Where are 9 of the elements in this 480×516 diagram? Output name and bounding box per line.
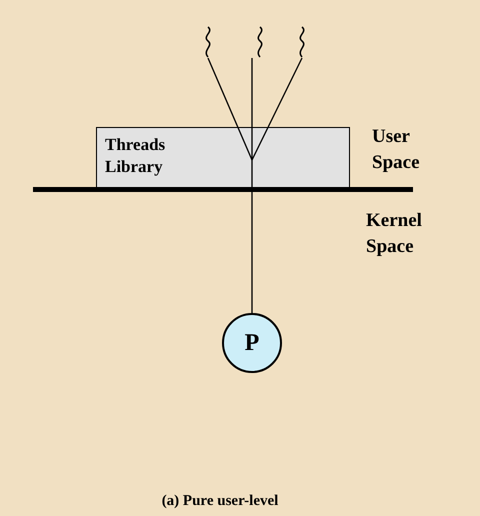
- library-box: [96, 127, 350, 188]
- caption: (a) Pure user-level: [160, 492, 280, 511]
- space-label: Kernel Space: [366, 209, 423, 259]
- library-label: Threads Library: [105, 134, 166, 178]
- connector-line: [268, 58, 303, 128]
- space-label: User Space: [372, 125, 420, 175]
- connector-line: [251, 58, 253, 127]
- connector-line: [207, 58, 238, 128]
- process-circle: P: [222, 313, 282, 373]
